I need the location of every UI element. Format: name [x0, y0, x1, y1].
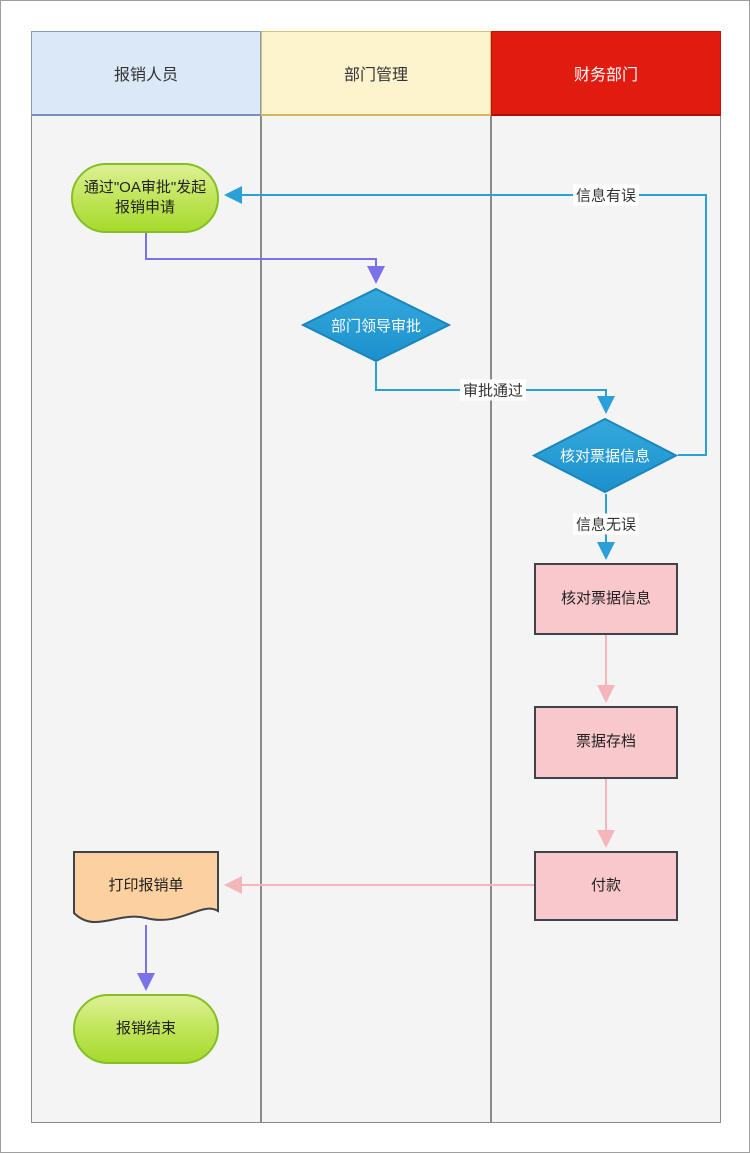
decision-verify-invoice: 核对票据信息 — [532, 417, 678, 494]
lane-header-reimburser: 报销人员 — [31, 31, 261, 116]
start-node: 通过"OA审批"发起报销申请 — [71, 163, 219, 233]
process-verify-label: 核对票据信息 — [560, 589, 651, 607]
lane-separator — [490, 116, 492, 1123]
process-verify-invoice: 核对票据信息 — [534, 563, 678, 635]
lane-separator — [260, 116, 262, 1123]
end-node-label: 报销结束 — [115, 1019, 176, 1037]
process-payment-label: 付款 — [590, 876, 621, 894]
lane-header-label: 财务部门 — [573, 67, 638, 84]
process-archive-label: 票据存档 — [575, 733, 636, 751]
lane-header-finance: 财务部门 — [491, 31, 721, 116]
document-print-label: 打印报销单 — [108, 876, 184, 894]
lane-header-label: 部门管理 — [343, 67, 408, 84]
end-node: 报销结束 — [73, 994, 219, 1064]
lane-header-label: 报销人员 — [113, 67, 178, 84]
start-node-label: 通过"OA审批"发起报销申请 — [83, 178, 207, 216]
document-print-form: 打印报销单 — [73, 851, 219, 931]
process-archive-invoice: 票据存档 — [534, 706, 678, 779]
edge-label-approved: 审批通过 — [459, 379, 527, 401]
decision-leader-approval: 部门领导审批 — [301, 287, 451, 363]
decision-leader-label: 部门领导审批 — [330, 317, 421, 335]
edge-label-info-ok: 信息无误 — [572, 513, 640, 535]
diamond-shape — [301, 287, 451, 363]
document-shape — [73, 851, 219, 924]
decision-verify-label: 核对票据信息 — [559, 448, 650, 465]
edge-label-info-error: 信息有误 — [572, 184, 640, 206]
lane-header-department: 部门管理 — [261, 31, 491, 116]
process-payment: 付款 — [534, 851, 678, 921]
diamond-shape — [532, 417, 678, 494]
